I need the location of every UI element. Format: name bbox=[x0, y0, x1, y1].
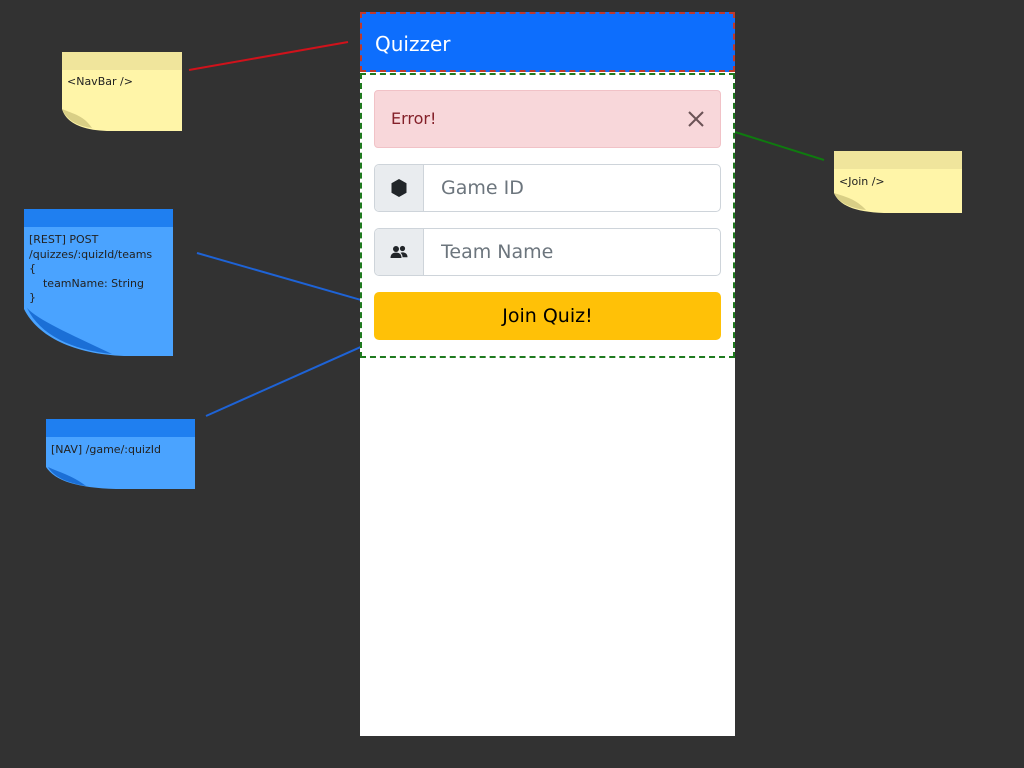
error-alert: Error! bbox=[374, 90, 721, 148]
close-icon[interactable] bbox=[684, 107, 708, 131]
navbar-brand[interactable]: Quizzer bbox=[375, 32, 451, 56]
navbar-connector bbox=[188, 41, 349, 71]
join-quiz-button[interactable]: Join Quiz! bbox=[374, 292, 721, 340]
alert-message: Error! bbox=[391, 109, 437, 128]
navbar-annotation-note: <NavBar /> bbox=[62, 52, 182, 131]
note-text: [NAV] /game/:quizId bbox=[51, 443, 161, 456]
team-name-input[interactable] bbox=[425, 229, 720, 275]
hexagon-icon bbox=[391, 179, 407, 197]
game-id-input[interactable] bbox=[425, 165, 720, 211]
people-icon bbox=[390, 245, 408, 258]
team-name-addon bbox=[375, 229, 424, 275]
navbar: Quizzer bbox=[360, 12, 735, 72]
team-name-group bbox=[374, 228, 721, 276]
nav-annotation-note: [NAV] /game/:quizId bbox=[46, 419, 195, 489]
phone-screen: Quizzer Error! bbox=[360, 12, 735, 736]
note-text: <Join /> bbox=[839, 175, 885, 188]
join-component-outline bbox=[360, 73, 735, 358]
game-id-group bbox=[374, 164, 721, 212]
join-annotation-note: <Join /> bbox=[834, 151, 962, 213]
note-text: [REST] POST /quizzes/:quizId/teams { tea… bbox=[29, 233, 153, 304]
note-text: <NavBar /> bbox=[67, 75, 133, 88]
join-connector bbox=[734, 131, 825, 161]
rest-annotation-note: [REST] POST /quizzes/:quizId/teams { tea… bbox=[24, 209, 173, 356]
game-id-addon bbox=[375, 165, 424, 211]
